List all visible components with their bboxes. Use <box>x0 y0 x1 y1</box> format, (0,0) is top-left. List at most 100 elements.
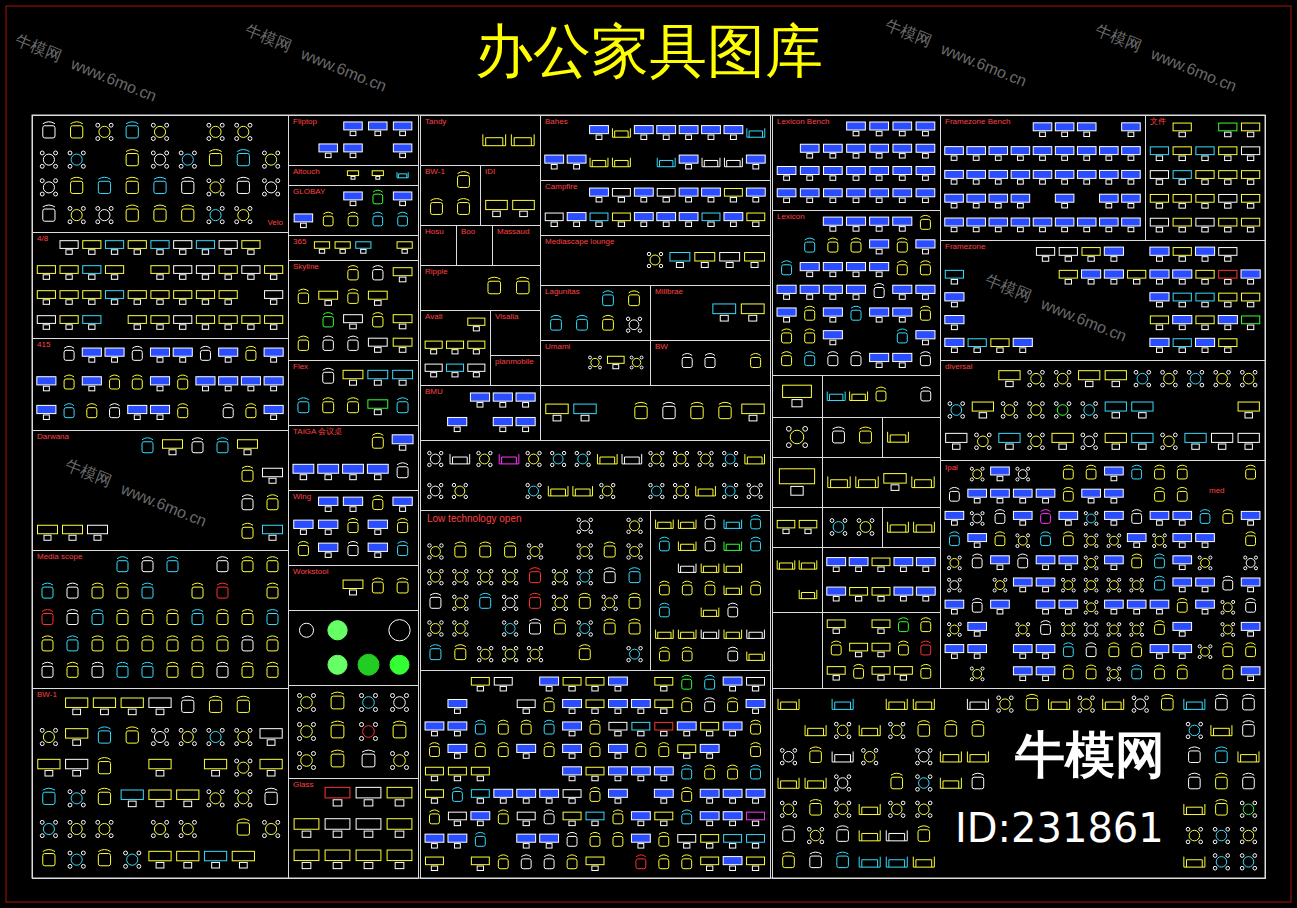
round-table-symbol <box>1109 536 1118 545</box>
cell-frame <box>773 508 823 548</box>
chair-symbol <box>1095 611 1098 614</box>
desk-symbol <box>1219 293 1237 301</box>
chair-symbol <box>431 350 437 354</box>
desk-symbol <box>1219 218 1237 226</box>
chair-symbol <box>98 731 110 743</box>
sheet-frame <box>6 6 1291 902</box>
chair-symbol <box>1027 467 1030 470</box>
chair-symbol <box>156 709 164 715</box>
chair-symbol <box>404 765 408 769</box>
chair-symbol <box>1223 647 1233 657</box>
desk-symbol <box>219 316 237 324</box>
chair-back <box>217 636 228 638</box>
workstation-symbol <box>968 622 987 630</box>
chair-symbol <box>997 348 1003 353</box>
chair-symbol <box>248 250 254 255</box>
chair-symbol <box>134 250 140 255</box>
chair-symbol <box>223 408 233 418</box>
chair-back <box>246 346 256 348</box>
chair-back <box>142 438 153 440</box>
chair-back <box>182 205 194 207</box>
chair-symbol <box>242 666 253 677</box>
workstation-symbol <box>1173 578 1192 586</box>
workstation-symbol <box>1011 194 1030 202</box>
chair-symbol <box>1153 534 1156 537</box>
chair-symbol <box>719 406 731 418</box>
chair-symbol <box>974 348 980 353</box>
workstation-symbol <box>800 263 819 271</box>
chair-symbol <box>493 211 501 216</box>
desk-symbol <box>66 759 88 768</box>
chair-symbol <box>1018 180 1024 184</box>
chair-symbol <box>1014 402 1018 406</box>
round-table-symbol <box>652 486 662 496</box>
chair-symbol <box>995 156 1001 160</box>
chair-symbol <box>1020 654 1026 658</box>
chair-back <box>972 554 982 556</box>
chair-back <box>551 315 562 317</box>
chair-symbol <box>1202 180 1208 185</box>
chair-symbol <box>708 197 714 201</box>
chair-back <box>117 662 128 664</box>
furniture-group <box>314 242 412 253</box>
chair-symbol <box>629 623 640 634</box>
chair-symbol <box>663 222 669 226</box>
workstation-symbol <box>1033 123 1052 131</box>
desk-symbol <box>265 316 283 324</box>
desk-symbol <box>356 242 371 248</box>
sofa-symbol <box>612 158 630 167</box>
chair-symbol <box>455 649 466 660</box>
workstation-symbol <box>1077 123 1096 131</box>
chair-symbol <box>200 350 210 360</box>
round-table-symbol <box>1164 373 1175 384</box>
chair-symbol <box>630 366 633 369</box>
chair-symbol <box>1118 633 1121 636</box>
desk-symbol <box>1238 433 1259 442</box>
chair-back <box>87 404 97 406</box>
chair-symbol <box>440 633 443 636</box>
round-table-symbol <box>1109 669 1118 678</box>
chair-symbol <box>192 587 203 598</box>
chair-symbol <box>375 301 382 306</box>
round-table-symbol <box>629 320 639 330</box>
desk-symbol <box>393 370 413 378</box>
chair-back <box>682 353 692 355</box>
chair-symbol <box>1200 370 1204 374</box>
chair-back <box>126 177 138 179</box>
workstation-symbol <box>82 377 101 385</box>
chair-symbol <box>373 317 383 327</box>
chair-symbol <box>1004 589 1007 592</box>
chair-symbol <box>1227 370 1231 374</box>
chair-symbol <box>753 222 759 226</box>
workstation-symbol <box>945 293 964 301</box>
chair-symbol <box>399 277 406 282</box>
desk-symbol <box>574 404 596 414</box>
chair-symbol <box>428 581 431 584</box>
round-table-symbol <box>430 572 440 582</box>
chair-back <box>142 610 153 612</box>
chair-back <box>182 696 194 698</box>
chair-symbol <box>1084 180 1090 184</box>
chair-symbol <box>180 358 186 363</box>
chair-back <box>431 199 443 201</box>
round-table-symbol <box>1137 373 1148 384</box>
chair-back <box>393 721 406 723</box>
desk-symbol <box>702 213 720 221</box>
chair-symbol <box>1063 669 1073 679</box>
workstation-symbol <box>1218 316 1237 324</box>
chair-symbol <box>192 666 203 677</box>
chair-symbol <box>1179 543 1185 547</box>
chair-symbol <box>154 181 166 193</box>
chair-symbol <box>975 446 979 450</box>
chair-symbol <box>267 561 278 572</box>
chair-symbol <box>1198 556 1201 559</box>
desk-symbol <box>1173 218 1191 226</box>
chair-symbol <box>1020 499 1026 503</box>
chair-symbol <box>390 693 394 697</box>
chair-symbol <box>923 176 929 180</box>
chair-back <box>117 610 128 612</box>
chair-back <box>154 205 166 207</box>
chair-symbol <box>1095 633 1098 636</box>
chair-symbol <box>270 325 276 330</box>
chair-symbol <box>805 242 815 252</box>
